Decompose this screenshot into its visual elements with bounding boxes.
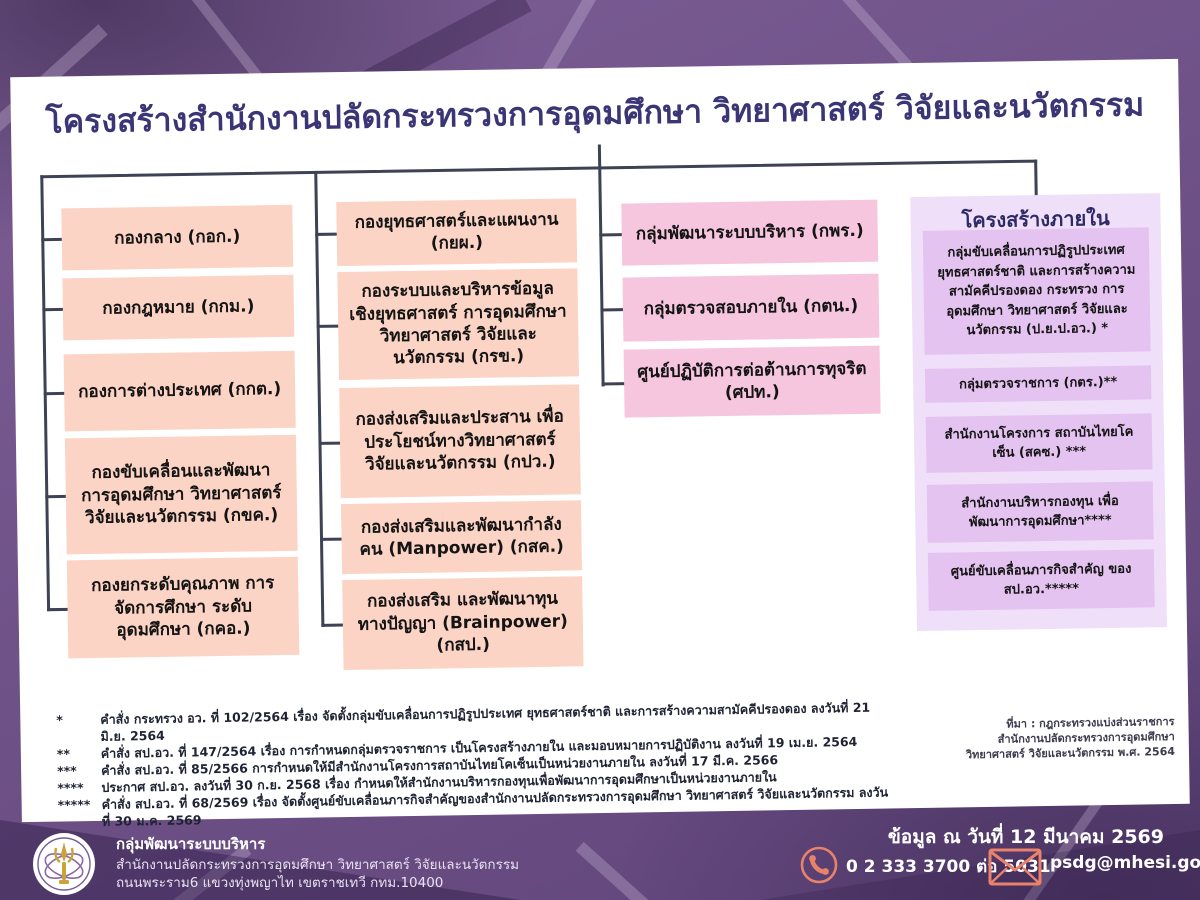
org-unit-box: กองยุทธศาสตร์และแผนงาน (กยผ.) (336, 198, 578, 267)
internal-unit-box: กลุ่มตรวจราชการ (กตร.)** (924, 365, 1152, 403)
internal-unit-box: สำนักงานโครงการ สถาบันไทยโคเซ็น (สคซ.) *… (925, 413, 1153, 473)
org-unit-box: ศูนย์ปฏิบัติการต่อต้านการทุจริต (ศปท.) (623, 345, 881, 418)
org-unit-box: กองกฎหมาย (กกม.) (62, 274, 295, 341)
footnote-marker: ** (56, 746, 71, 762)
footnote-marker: **** (57, 780, 84, 796)
connector-lines (40, 144, 1038, 627)
org-unit-box: กองยกระดับคุณภาพ การจัดการศึกษา ระดับอุด… (66, 556, 300, 659)
internal-unit-box: ศูนย์ขับเคลื่อนภารกิจสำคัญ ของ สป.อว.***… (927, 549, 1155, 611)
org-unit-box: กองส่งเสริม และพัฒนาทุนทางปัญญา (Brainpo… (342, 576, 584, 671)
org-chart-panel: โครงสร้างสำนักงานปลัดกระทรวงการอุดมศึกษา… (10, 58, 1190, 829)
footnotes: *คำสั่ง กระทรวง อว. ที่ 102/2564 เรื่อง … (48, 699, 890, 831)
footnote-marker: * (56, 712, 63, 728)
phone-icon (800, 846, 838, 884)
footer-email: psdg@mhesi.go.th (1050, 853, 1200, 873)
footer-phone: 0 2 333 3700 ต่อ 5031 (846, 857, 1051, 877)
org-unit-box: กองการต่างประเทศ (กกต.) (63, 350, 296, 432)
footer-org-name: กลุ่มพัฒนาระบบบริหาร (116, 835, 266, 853)
footer: กลุ่มพัฒนาระบบบริหาร สำนักงานปลัดกระทรวง… (0, 820, 1200, 900)
footer-address-2: ถนนพระราม6 แขวงทุ่งพญาไท เขตราชเทวี กทม.… (116, 875, 444, 891)
org-unit-box: กองระบบและบริหารข้อมูล เชิงยุทธศาสตร์ กา… (337, 268, 579, 381)
org-unit-box: กองส่งเสริมและพัฒนากำลังคน (Manpower) (ก… (340, 500, 583, 575)
source-note: ที่มา : กฎกระทรวงแบ่งส่วนราชการ สำนักงาน… (904, 714, 1175, 763)
footnote-marker: *** (57, 763, 77, 779)
internal-unit-box: สำนักงานบริหารกองทุน เพื่อพัฒนาการอุดมศึ… (926, 481, 1154, 543)
org-unit-box: กองขับเคลื่อนและพัฒนา การอุดมศึกษา วิทยา… (64, 434, 298, 555)
org-unit-box: กลุ่มพัฒนาระบบบริหาร (กพร.) (621, 199, 879, 266)
org-unit-box: กลุ่มตรวจสอบภายใน (กตน.) (622, 273, 880, 342)
mhesi-seal-logo (33, 833, 95, 895)
internal-unit-box: กลุ่มขับเคลื่อนการปฏิรูปประเทศ ยุทธศาสตร… (922, 227, 1151, 355)
footer-data-date: ข้อมูล ณ วันที่ 12 มีนาคม 2569 (887, 826, 1164, 848)
org-unit-box: กองส่งเสริมและประสาน เพื่อประโยชน์ทางวิท… (339, 384, 581, 499)
internal-structure-panel: โครงสร้างภายใน กลุ่มขับเคลื่อนการปฏิรูปป… (910, 193, 1168, 632)
org-unit-box: กองกลาง (กอก.) (61, 204, 294, 271)
email-icon (988, 848, 1042, 886)
footer-address-1: สำนักงานปลัดกระทรวงการอุดมศึกษา วิทยาศาส… (116, 857, 519, 873)
